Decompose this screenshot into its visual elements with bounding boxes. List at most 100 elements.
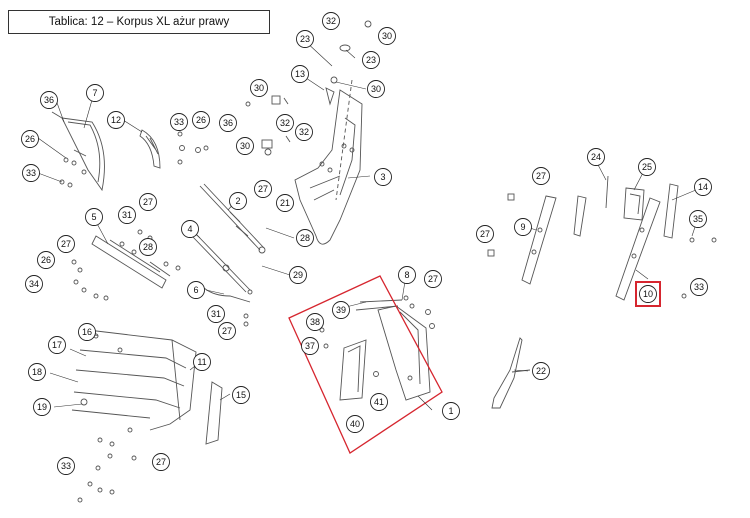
callout-10: 10 (639, 285, 657, 303)
callout-11: 11 (193, 353, 211, 371)
callout-number: 36 (223, 118, 233, 128)
part-39-plate (355, 299, 403, 311)
callout-circle (219, 114, 237, 132)
callout-circle (370, 393, 388, 411)
part-1-plate (377, 305, 431, 401)
callout-9: 9 (514, 218, 532, 236)
callout-circle (193, 353, 211, 371)
callout-circle (232, 386, 250, 404)
callout-circle (86, 84, 104, 102)
callout-31: 31 (118, 206, 136, 224)
callout-number: 32 (326, 16, 336, 26)
part-5-plate (91, 235, 167, 289)
callout-12: 12 (107, 111, 125, 129)
callout-circle (689, 210, 707, 228)
callout-number: 14 (698, 182, 708, 192)
callout-33: 33 (170, 113, 188, 131)
callout-number: 10 (643, 289, 653, 299)
callout-number: 23 (366, 55, 376, 65)
callout-number: 22 (536, 366, 546, 376)
callout-number: 33 (61, 461, 71, 471)
callout-circle (28, 363, 46, 381)
callout-number: 32 (299, 127, 309, 137)
callout-36: 36 (219, 114, 237, 132)
callout-circle (152, 453, 170, 471)
callout-circle (25, 275, 43, 293)
callout-circle (374, 168, 392, 186)
callout-number: 6 (193, 285, 198, 295)
callout-27: 27 (57, 235, 75, 253)
callout-1: 1 (442, 402, 460, 420)
part-16-plate (87, 329, 197, 431)
callout-33: 33 (22, 164, 40, 182)
callout-number: 30 (371, 84, 381, 94)
callout-circle (48, 336, 66, 354)
callout-number: 28 (300, 233, 310, 243)
callout-32: 32 (276, 114, 294, 132)
callout-number: 7 (92, 88, 97, 98)
callout-number: 5 (91, 212, 96, 222)
callout-circle (367, 80, 385, 98)
callout-41: 41 (370, 393, 388, 411)
callout-number: 37 (305, 341, 315, 351)
callout-4: 4 (181, 220, 199, 238)
callout-circle (107, 111, 125, 129)
callout-circle (229, 192, 247, 210)
callout-number: 34 (29, 279, 39, 289)
callout-19: 19 (33, 398, 51, 416)
callout-40: 40 (346, 415, 364, 433)
callout-32: 32 (295, 123, 313, 141)
callout-circle (21, 130, 39, 148)
callout-number: 35 (693, 214, 703, 224)
callout-32: 32 (322, 12, 340, 30)
callout-16: 16 (78, 323, 96, 341)
callout-number: 31 (211, 309, 221, 319)
callout-23: 23 (296, 30, 314, 48)
callout-number: 27 (258, 184, 268, 194)
part-7-outline (61, 117, 105, 192)
callout-circle (378, 27, 396, 45)
diagram-title: Tablica: 12 – Korpus XL ażur prawy (8, 10, 270, 34)
callout-17: 17 (48, 336, 66, 354)
callout-circle (170, 113, 188, 131)
callout-circle (296, 30, 314, 48)
callout-28: 28 (296, 229, 314, 247)
callout-15: 15 (232, 386, 250, 404)
callout-number: 12 (111, 115, 121, 125)
part-22-bracket (491, 337, 523, 409)
callout-34: 34 (25, 275, 43, 293)
callout-number: 1 (448, 406, 453, 416)
callout-7: 7 (86, 84, 104, 102)
callout-21: 21 (276, 194, 294, 212)
callout-3: 3 (374, 168, 392, 186)
callout-circle (424, 270, 442, 288)
callout-25: 25 (638, 158, 656, 176)
callout-circle (22, 164, 40, 182)
callout-number: 27 (156, 457, 166, 467)
callout-number: 36 (44, 95, 54, 105)
callout-number: 28 (143, 242, 153, 252)
part-10-highlight (635, 281, 661, 307)
callout-14: 14 (694, 178, 712, 196)
callout-circle (639, 285, 657, 303)
callout-27: 27 (532, 167, 550, 185)
callout-26: 26 (192, 111, 210, 129)
callout-number: 26 (25, 134, 35, 144)
callout-26: 26 (37, 251, 55, 269)
callout-number: 26 (41, 255, 51, 265)
callout-number: 39 (336, 305, 346, 315)
callout-38: 38 (306, 313, 324, 331)
callout-circle (187, 281, 205, 299)
callout-number: 33 (694, 282, 704, 292)
callout-27: 27 (152, 453, 170, 471)
callout-circle (236, 137, 254, 155)
callout-number: 30 (254, 83, 264, 93)
callout-30: 30 (367, 80, 385, 98)
callout-number: 17 (52, 340, 62, 350)
callout-number: 38 (310, 317, 320, 327)
callout-circle (250, 79, 268, 97)
callout-circle (514, 218, 532, 236)
callout-circle (332, 301, 350, 319)
callout-circle (57, 457, 75, 475)
